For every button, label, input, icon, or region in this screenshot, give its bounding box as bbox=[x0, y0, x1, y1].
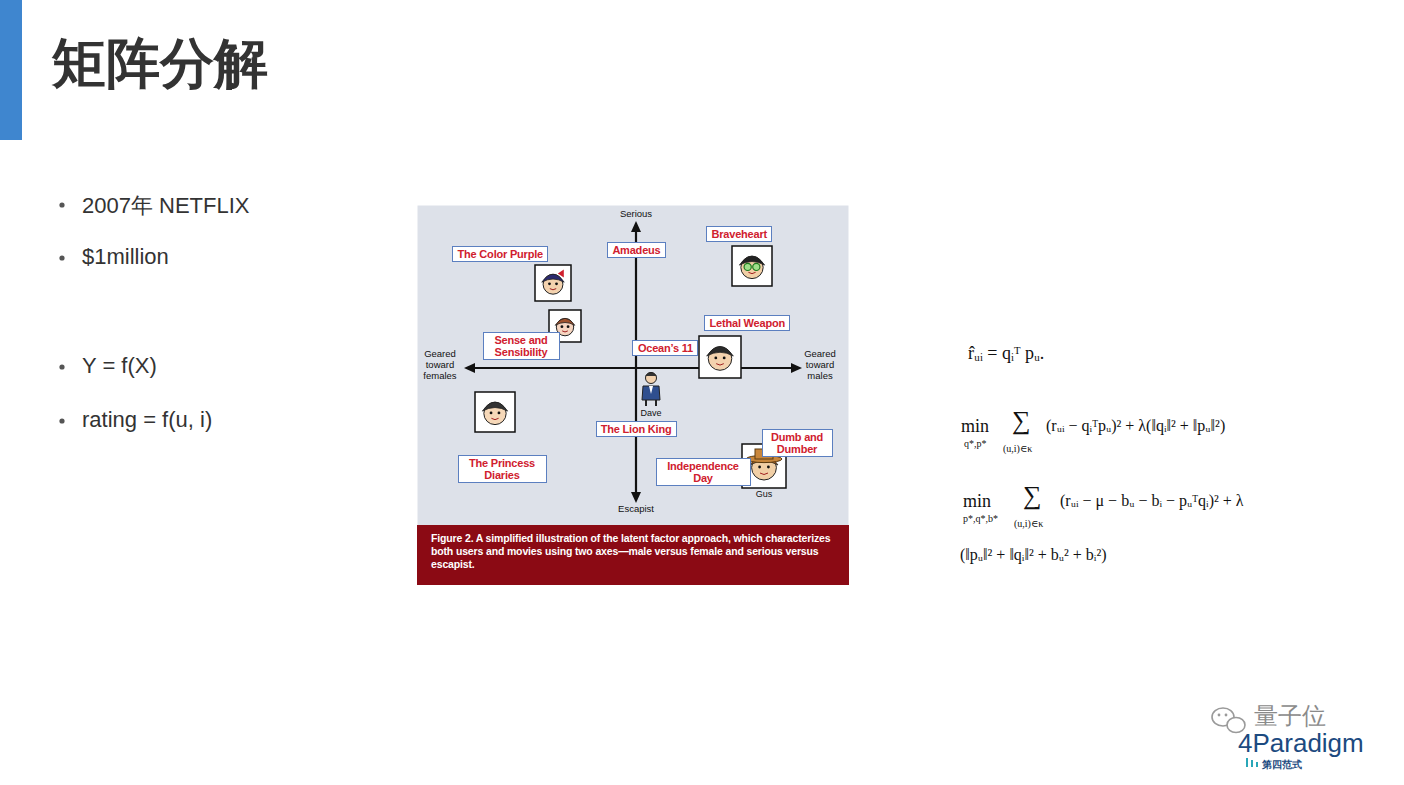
movie-box: The Lion King bbox=[596, 421, 677, 437]
formula: ∑ bbox=[1023, 481, 1042, 511]
formula: min bbox=[963, 491, 991, 512]
movie-box: The Color Purple bbox=[452, 246, 548, 262]
watermark: 量子位 bbox=[1254, 700, 1326, 732]
face-icon bbox=[475, 392, 515, 432]
formula-sub: (u,i)∈κ bbox=[1014, 518, 1043, 529]
logo-text: 4Paradigm bbox=[1238, 728, 1364, 759]
bullet-dot bbox=[59, 364, 64, 369]
formula: (rᵤᵢ − qᵢᵀpᵤ)² + λ(‖qᵢ‖² + ‖pᵤ‖²) bbox=[1046, 417, 1225, 435]
movie-title: The Color Purple bbox=[457, 248, 543, 260]
bullet-dot bbox=[59, 202, 64, 207]
arrowhead bbox=[631, 221, 641, 232]
bullet-dot bbox=[59, 255, 64, 260]
user-name: Gus bbox=[756, 489, 773, 499]
movie-title: Independence Day bbox=[661, 460, 746, 484]
formula-sub: p*,q*,b* bbox=[963, 513, 998, 524]
user-name: Dave bbox=[640, 408, 661, 418]
logo-subtext: 第四范式 bbox=[1262, 758, 1302, 772]
formula: (‖pᵤ‖² + ‖qᵢ‖² + bᵤ² + bᵢ²) bbox=[960, 546, 1107, 564]
faces bbox=[475, 246, 786, 488]
face-icon bbox=[699, 336, 741, 378]
movie-title: The Princess Diaries bbox=[463, 457, 542, 481]
formula: min bbox=[961, 416, 989, 437]
movie-title: Ocean’s 11 bbox=[637, 342, 693, 354]
formula: ∑ bbox=[1012, 406, 1031, 436]
logo-bars bbox=[1246, 758, 1258, 767]
bullet-text: Y = f(X) bbox=[82, 353, 157, 379]
axis-horizontal bbox=[470, 367, 796, 369]
figure-ground bbox=[417, 203, 849, 533]
movie-box: Independence Day bbox=[656, 458, 751, 486]
movie-box: The Princess Diaries bbox=[458, 455, 547, 483]
figure-edge bbox=[417, 203, 849, 206]
dave-figure bbox=[642, 373, 660, 407]
arrowhead bbox=[631, 492, 641, 503]
movie-box: Braveheart bbox=[706, 226, 772, 242]
movie-title: Lethal Weapon bbox=[709, 317, 785, 329]
bullet-text: 2007年 NETFLIX bbox=[82, 191, 250, 221]
axis-label: Geared toward females bbox=[417, 348, 463, 381]
movie-title: The Lion King bbox=[601, 423, 672, 435]
movie-box: Amadeus bbox=[607, 242, 666, 258]
axis-vertical bbox=[635, 230, 637, 496]
formula-sub: q*,p* bbox=[964, 438, 987, 449]
axis-label: Escapist bbox=[618, 503, 654, 514]
movie-box: Sense and Sensibility bbox=[483, 332, 560, 360]
formula: (rᵤᵢ − μ − bᵤ − bᵢ − pᵤᵀqᵢ)² + λ bbox=[1060, 492, 1244, 510]
movie-box: Lethal Weapon bbox=[704, 315, 790, 331]
face-icon bbox=[535, 265, 571, 301]
movie-title: Sense and Sensibility bbox=[488, 334, 555, 358]
movie-box: Dumb and Dumber bbox=[762, 429, 833, 457]
slide-title: 矩阵分解 bbox=[52, 28, 268, 101]
axis-label: Serious bbox=[620, 208, 652, 219]
movie-title: Dumb and Dumber bbox=[767, 431, 828, 455]
arrowhead bbox=[464, 363, 475, 373]
axis-label: Geared toward males bbox=[797, 348, 843, 381]
movie-box: Ocean’s 11 bbox=[632, 340, 698, 356]
figure-caption: Figure 2. A simplified illustration of t… bbox=[431, 532, 835, 571]
accent-bar bbox=[0, 0, 22, 140]
formula: r̂ᵤᵢ = qᵢᵀ pᵤ. bbox=[968, 343, 1044, 364]
movie-title: Braveheart bbox=[711, 228, 767, 240]
bullet-dot bbox=[59, 418, 64, 423]
bullet-text: rating = f(u, i) bbox=[82, 407, 212, 433]
bullet-text: $1million bbox=[82, 244, 169, 270]
caption-band: Figure 2. A simplified illustration of t… bbox=[417, 525, 849, 585]
arrowhead bbox=[791, 363, 802, 373]
movie-title: Amadeus bbox=[612, 244, 661, 256]
formula-sub: (u,i)∈κ bbox=[1003, 443, 1032, 454]
face-icon bbox=[732, 246, 772, 286]
